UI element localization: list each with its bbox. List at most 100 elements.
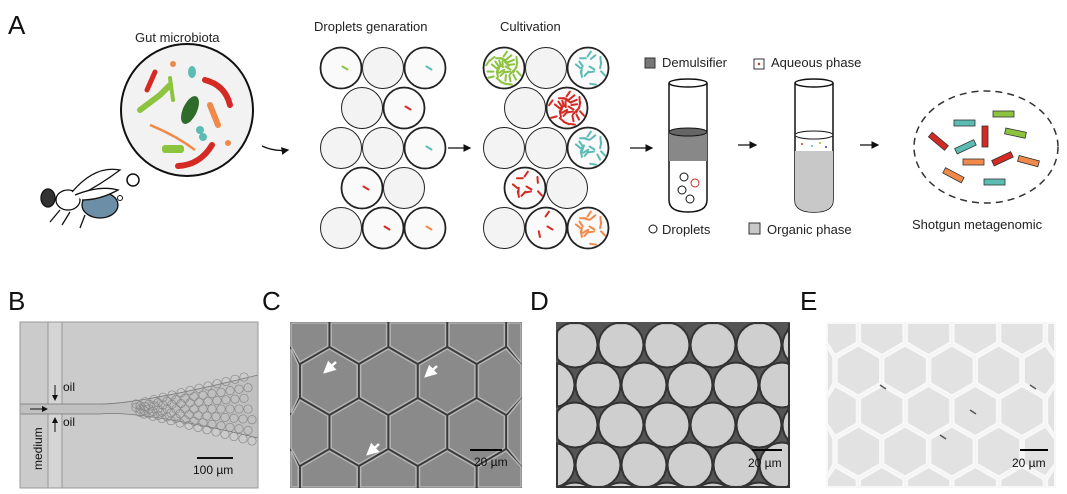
bacterium [525, 185, 533, 191]
legend-aqueous-phase: Aqueous phase [771, 55, 861, 70]
droplet [221, 376, 231, 387]
bacterium [488, 56, 496, 62]
droplet [243, 404, 253, 414]
bacterium [505, 82, 513, 86]
droplet [525, 47, 567, 89]
arrow-markers [323, 360, 438, 456]
droplet [403, 206, 447, 250]
droplet [525, 127, 567, 169]
droplet [216, 404, 226, 414]
legend-droplets: Droplets [662, 222, 711, 237]
bacterium [425, 225, 433, 231]
bacterium [939, 434, 947, 440]
droplet-cell [448, 399, 506, 465]
bacterium [362, 185, 370, 191]
droplet [203, 396, 213, 406]
droplet-grid-cultivation [482, 46, 610, 250]
bacterium [599, 141, 603, 150]
droplet [566, 206, 610, 250]
droplet-cell [1046, 322, 1056, 359]
bacterium [588, 225, 596, 231]
panel-label-e: E [800, 286, 817, 316]
bacterium [565, 98, 573, 104]
bacterium [508, 74, 512, 83]
bacterium [560, 104, 564, 112]
droplets-swatch [648, 224, 658, 234]
bacterium [485, 59, 491, 67]
bacterium [536, 176, 539, 184]
droplet-cell [418, 450, 476, 488]
droplet [782, 482, 790, 488]
droplet-cell [1046, 382, 1056, 440]
droplet [644, 481, 690, 488]
droplet-cell [929, 344, 975, 397]
bacterium [507, 58, 515, 64]
bacterium [583, 137, 591, 141]
droplet [238, 414, 248, 424]
droplet-cell [952, 465, 998, 488]
droplet [566, 46, 610, 90]
droplet-cell [999, 465, 1045, 488]
panel-b-frame [19, 321, 259, 489]
bacterium [508, 69, 515, 76]
bacterium [568, 94, 576, 100]
droplet [211, 412, 221, 422]
droplet-cell [826, 465, 858, 488]
droplet-cell [976, 425, 1022, 478]
bacterium [571, 109, 578, 116]
droplet-cell [952, 322, 998, 357]
panel-label-a: A [8, 10, 26, 40]
droplet [735, 401, 783, 449]
bacterium [589, 134, 597, 140]
droplet [383, 167, 425, 209]
droplet [320, 207, 362, 249]
bacterium [495, 77, 503, 83]
droplet-grid-generation [319, 46, 447, 250]
droplet [166, 416, 176, 426]
bacterium [879, 384, 887, 390]
droplet-cell [290, 348, 300, 414]
droplet [139, 406, 149, 416]
bacterium [583, 230, 590, 237]
droplet [212, 379, 222, 389]
droplet [574, 441, 622, 489]
bacterium [589, 54, 597, 60]
droplet [148, 411, 158, 421]
droplet [689, 401, 737, 449]
droplet [557, 481, 598, 488]
droplet-cell [929, 425, 975, 478]
bacterium [588, 145, 596, 151]
bacterium [570, 103, 579, 107]
shotgun-metagenomic-label: Shotgun metagenomic [912, 217, 1043, 232]
droplet [556, 362, 576, 408]
droplet [198, 418, 208, 428]
droplet [220, 429, 230, 439]
bacterium [574, 143, 582, 150]
bacterium [570, 98, 578, 104]
bacterium [341, 65, 349, 71]
droplet-cell [477, 348, 522, 414]
droplet-cell [826, 426, 835, 477]
droplet [229, 431, 239, 442]
droplet [689, 321, 737, 369]
bacterium [600, 230, 607, 237]
droplet-cell [999, 322, 1045, 357]
scale-label-e: 20 µm [1012, 456, 1046, 470]
bacterium [589, 242, 597, 246]
bacterium [487, 75, 495, 79]
bacterium [520, 190, 527, 197]
droplet [243, 425, 253, 435]
bacterium [589, 82, 597, 86]
panel-label-c: C [262, 286, 281, 316]
droplet [243, 383, 253, 393]
droplet [135, 407, 145, 417]
bacterium [589, 214, 597, 220]
bee-illustration [40, 168, 122, 229]
cultivation-title: Cultivation [500, 19, 561, 34]
droplet [239, 372, 249, 382]
droplet-cell [826, 384, 858, 438]
droplet-cell [976, 344, 1022, 397]
droplet-cell [507, 322, 522, 365]
droplet-cell [859, 384, 905, 438]
droplet-cell [859, 322, 905, 357]
